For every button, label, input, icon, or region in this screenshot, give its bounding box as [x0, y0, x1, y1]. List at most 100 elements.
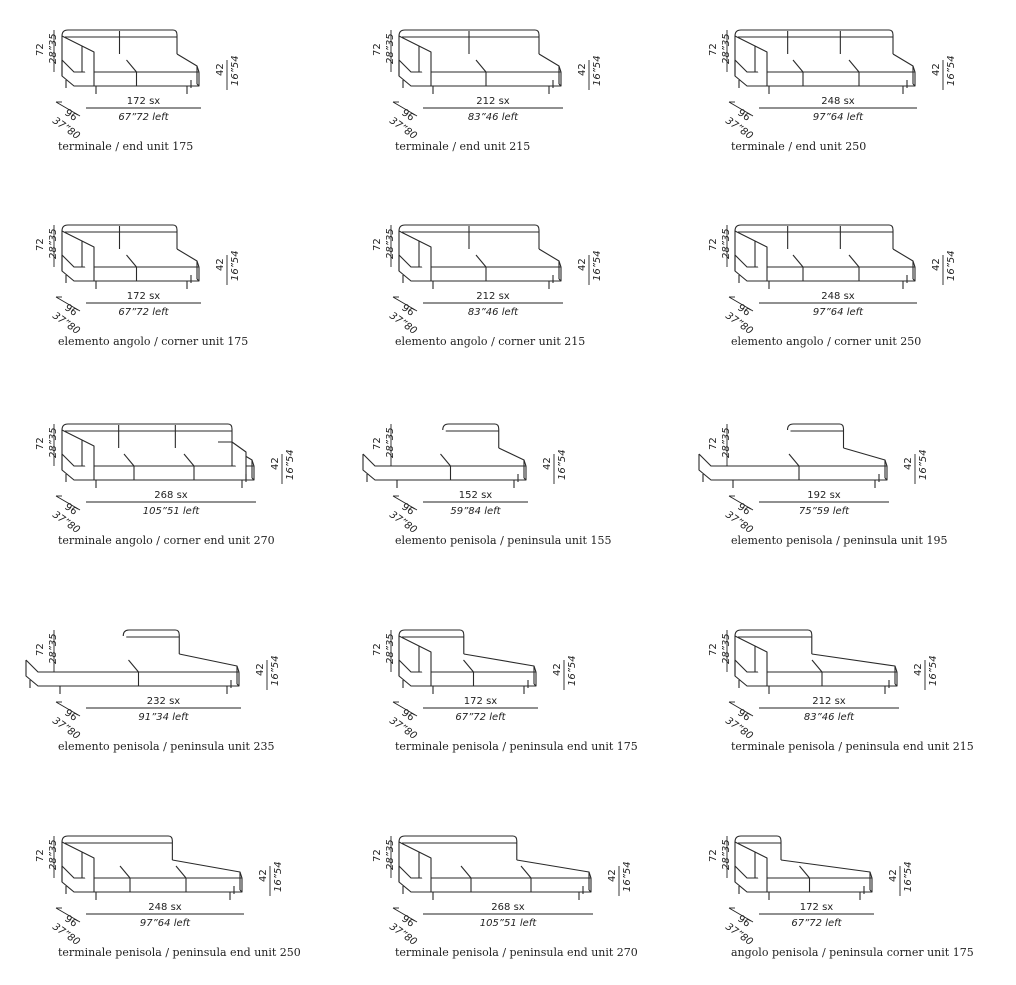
backrest: [786, 423, 845, 448]
sofa-outline: [734, 629, 898, 694]
depth-guide: [728, 701, 754, 717]
width-in-label: 83”46 left: [804, 712, 855, 723]
backrest: [398, 835, 518, 860]
height-cm-label: 72: [372, 643, 383, 656]
left-armrest: [734, 35, 768, 86]
width-in-label: 97”64 left: [813, 307, 864, 318]
backrest: [734, 835, 782, 860]
width-cm-label: 248 sx: [821, 291, 854, 302]
depth-in-label: 37”80: [50, 509, 81, 536]
height-cm-label: 72: [708, 849, 719, 862]
sofa-outline: [25, 629, 240, 694]
height-in-label: 28”35: [385, 228, 396, 259]
module-name-english: / corner unit 250: [827, 335, 922, 348]
module-name-italian: terminale penisola: [395, 946, 499, 959]
seat-side-edge: [912, 278, 916, 282]
module-name-english: / peninsula end unit 270: [502, 946, 638, 959]
width-in-label: 105”51 left: [480, 918, 538, 929]
depth-guide: [392, 296, 418, 312]
module-caption: elemento angolo / corner unit 250: [731, 335, 921, 348]
seat-side-edge: [251, 477, 255, 481]
seat-height-cm-label: 42: [542, 457, 553, 470]
seat-cushion-divider: [119, 865, 131, 879]
backrest: [122, 629, 180, 654]
sofa-outline: [362, 423, 527, 488]
seat-cushion-divider: [123, 453, 135, 467]
seat-cushion-divider: [788, 453, 800, 467]
seat-height-cm-label: 42: [577, 258, 588, 271]
module-name-english: / peninsula end unit 215: [838, 740, 974, 753]
sofa-outline: [61, 224, 200, 289]
backrest: [398, 629, 465, 654]
seat-height-in-label: 16”54: [946, 250, 957, 281]
width-in-label: 59”84 left: [450, 506, 501, 517]
height-cm-label: 72: [372, 437, 383, 450]
seat-cushion-divider: [811, 659, 823, 673]
seat-height-cm-label: 42: [931, 63, 942, 76]
module-caption: terminale / end unit 175: [58, 140, 193, 153]
height-in-label: 28”35: [721, 427, 732, 458]
seat-side-edge: [912, 83, 916, 87]
seat-height-in-label: 16”54: [285, 449, 296, 480]
seat-height-in-label: 16”54: [230, 250, 241, 281]
module-name-english: / corner unit 175: [154, 335, 249, 348]
seat-height-in-label: 16”54: [928, 655, 939, 686]
width-in-label: 97”64 left: [813, 112, 864, 123]
sofa-outline: [398, 29, 562, 94]
width-in-label: 91”34 left: [138, 712, 189, 723]
seat-cushion-divider: [475, 254, 487, 268]
sofa-outline: [398, 835, 592, 900]
left-armrest: [61, 35, 95, 86]
backrest: [734, 29, 894, 54]
width-cm-label: 212 sx: [476, 291, 509, 302]
depth-guide: [728, 101, 754, 117]
width-cm-label: 172 sx: [127, 291, 160, 302]
backrest: [734, 224, 894, 249]
depth-in-label: 37”80: [50, 115, 81, 142]
seat-height-cm-label: 42: [577, 63, 588, 76]
module-caption: elemento penisola / peninsula unit 195: [731, 534, 947, 547]
seat-height-in-label: 16”54: [567, 655, 578, 686]
module-name-english: / peninsula end unit 250: [165, 946, 301, 959]
depth-guide: [392, 101, 418, 117]
depth-in-label: 37”80: [723, 310, 754, 337]
seat-height-cm-label: 42: [888, 869, 899, 882]
module-name-italian: terminale: [58, 140, 112, 153]
module-name-italian: terminale penisola: [395, 740, 499, 753]
height-cm-label: 72: [372, 43, 383, 56]
height-in-label: 28”35: [385, 633, 396, 664]
seat-height-cm-label: 42: [607, 869, 618, 882]
seat-side-edge: [236, 683, 240, 687]
seat-cushion-divider: [848, 254, 860, 268]
module-caption: terminale penisola / peninsula end unit …: [731, 740, 974, 753]
depth-guide: [55, 296, 81, 312]
depth-in-label: 37”80: [387, 921, 418, 948]
height-cm-label: 72: [372, 849, 383, 862]
seat-height-cm-label: 42: [903, 457, 914, 470]
sofa-outline: [734, 835, 873, 900]
height-cm-label: 72: [35, 43, 46, 56]
seat-height-in-label: 16”54: [230, 55, 241, 86]
width-in-label: 67”72 left: [118, 307, 169, 318]
width-cm-label: 268 sx: [154, 490, 187, 501]
module-caption: elemento penisola / peninsula unit 155: [395, 534, 611, 547]
width-in-label: 67”72 left: [455, 712, 506, 723]
width-cm-label: 172 sx: [464, 696, 497, 707]
seat-height-in-label: 16”54: [903, 861, 914, 892]
seat-height-cm-label: 42: [215, 63, 226, 76]
depth-guide: [728, 495, 754, 511]
